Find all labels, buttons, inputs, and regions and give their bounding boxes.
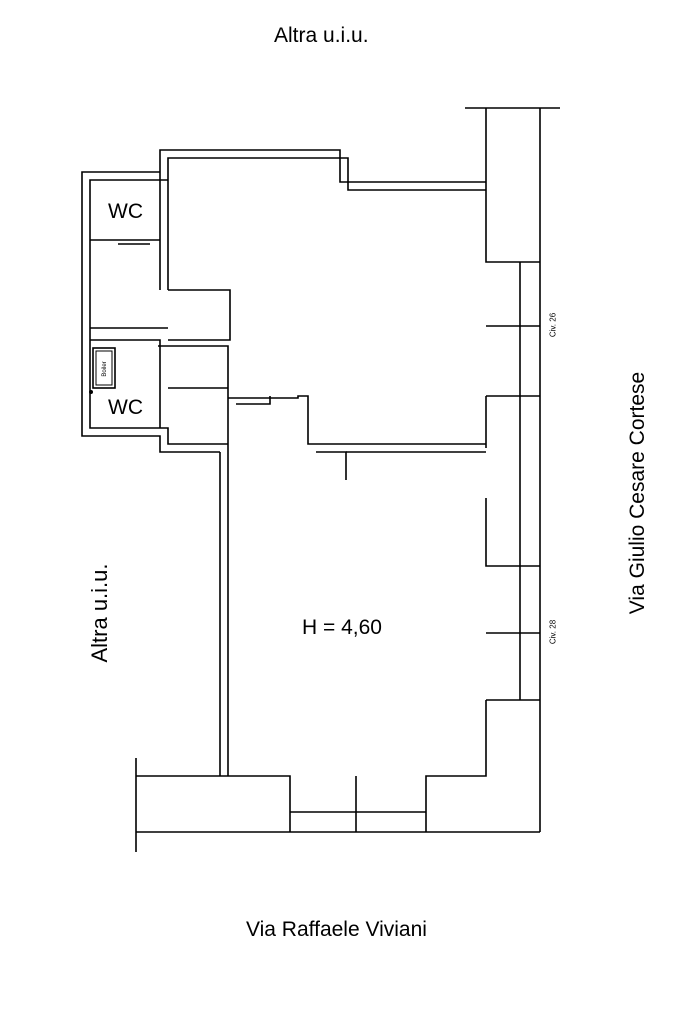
- wc-block-outer: [81, 171, 220, 453]
- lower-closet: [158, 345, 229, 398]
- right-pier-lower: [485, 498, 540, 567]
- right-street-label: Via Giulio Cesare Cortese: [626, 371, 649, 615]
- upper-room-inner: [167, 157, 486, 290]
- civic-number-lower: Civ. 28: [548, 619, 558, 645]
- civic-number-upper: Civ. 26: [548, 312, 558, 338]
- wc-block-inner: [89, 179, 228, 445]
- right-pier-top: [485, 108, 540, 263]
- wc-upper-label: WC: [108, 200, 143, 223]
- partition-lower: [316, 451, 347, 480]
- upper-room-outer: [159, 149, 486, 290]
- boiler-label: Boiler: [102, 361, 108, 377]
- partition-upper-inner: [236, 396, 271, 405]
- left-neighbor-label: Altra u.i.u.: [87, 563, 112, 663]
- boiler-dot: [89, 390, 93, 394]
- middle-closet: [168, 289, 231, 341]
- boiler-inner: [95, 350, 113, 386]
- boiler-box: [92, 347, 116, 389]
- top-neighbor-label: Altra u.i.u.: [274, 24, 369, 47]
- right-pier-bottom-body: [425, 700, 487, 832]
- lower-wc-room: [90, 339, 161, 428]
- bottom-street-label: Via Raffaele Viviani: [246, 918, 427, 941]
- partition-upper: [228, 395, 486, 445]
- room-height-label: H = 4,60: [302, 616, 382, 639]
- bottom-left-pier: [136, 775, 291, 832]
- wc-lower-label: WC: [108, 396, 143, 419]
